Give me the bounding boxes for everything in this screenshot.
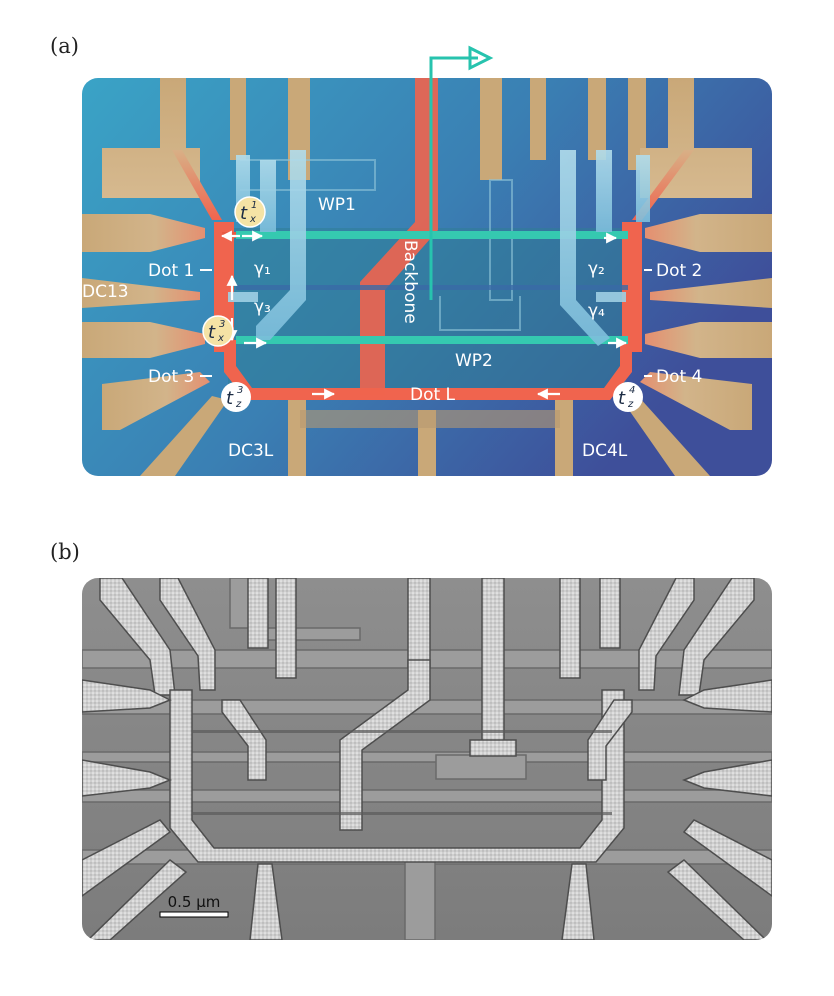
label-dot4: Dot 4 (656, 367, 702, 387)
svg-text:t: t (618, 388, 626, 409)
svg-text:z: z (627, 399, 634, 410)
panel-a-letter: (a) (50, 34, 79, 58)
badge-tx1: t x 1 (234, 196, 266, 228)
left-leads (82, 214, 228, 476)
label-gamma4: γ₄ (588, 301, 605, 321)
svg-text:x: x (249, 214, 256, 225)
label-dc3l: DC3L (228, 441, 274, 461)
label-leaders (200, 269, 652, 377)
label-gamma3: γ₃ (254, 297, 271, 317)
scale-bar-label: 0.5 µm (168, 893, 221, 911)
bottom-leads (288, 398, 573, 476)
label-dotL: Dot L (410, 385, 456, 405)
label-wp2: WP2 (455, 351, 493, 371)
badge-tz3: t z 3 (221, 382, 251, 412)
label-gamma2: γ₂ (588, 259, 605, 279)
coupling-arrows (220, 230, 628, 400)
device-schematic: WP1 WP2 Backbone Dot 1 Dot 2 Dot 3 Dot 4… (82, 45, 772, 476)
right-leads (622, 214, 772, 476)
badge-tz4: t z 4 (613, 382, 643, 412)
readout-line (429, 56, 478, 300)
nanowire-bottom (236, 336, 628, 344)
panel-b-letter: (b) (50, 540, 80, 564)
readout-arrow-icon (468, 45, 494, 71)
svg-text:x: x (217, 333, 224, 344)
svg-text:t: t (208, 322, 216, 343)
top-leads (102, 78, 752, 198)
label-gamma1: γ₁ (254, 259, 271, 279)
svg-text:z: z (235, 399, 242, 410)
svg-text:4: 4 (629, 385, 635, 396)
svg-text:3: 3 (237, 385, 243, 396)
svg-text:1: 1 (251, 200, 257, 211)
label-backbone: Backbone (400, 240, 420, 324)
svg-text:t: t (240, 203, 248, 224)
label-dot3: Dot 3 (148, 367, 194, 387)
label-dot2: Dot 2 (656, 261, 702, 281)
channel-region (228, 228, 626, 396)
svg-text:t: t (226, 388, 234, 409)
label-wp1: WP1 (318, 195, 356, 215)
scale-bar: 0.5 µm (159, 893, 229, 918)
label-dot1: Dot 1 (148, 261, 194, 281)
label-dc13: DC13 (82, 282, 129, 302)
label-dc4l: DC4L (582, 441, 628, 461)
badge-tx3: t x 3 (202, 315, 234, 347)
svg-text:3: 3 (219, 319, 225, 330)
